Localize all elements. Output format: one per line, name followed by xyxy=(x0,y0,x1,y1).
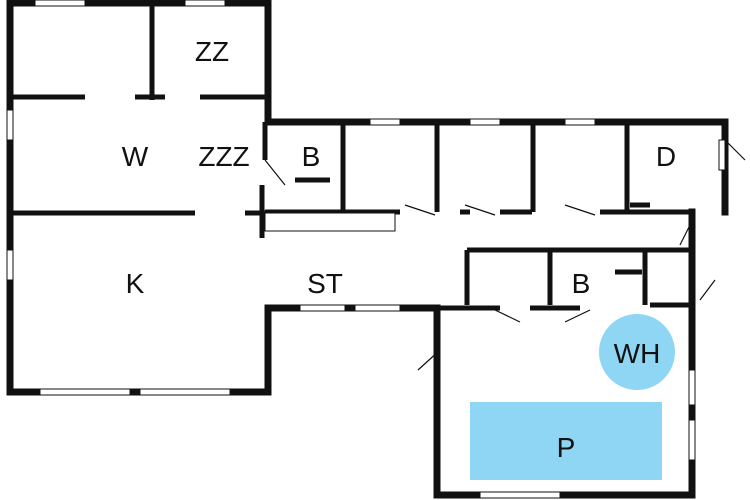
room-label-w: W xyxy=(121,141,149,172)
room-label-b2: B xyxy=(571,268,591,299)
room-label-p: P xyxy=(556,432,576,463)
room-label-zzz: ZZZ xyxy=(198,141,250,172)
room-label-k: K xyxy=(125,268,145,299)
pool xyxy=(470,402,662,480)
water-heater xyxy=(599,314,675,390)
room-label-st: ST xyxy=(307,268,343,299)
room-label-zz: ZZ xyxy=(194,36,230,67)
room-label-d: D xyxy=(655,141,677,172)
room-label-b1: B xyxy=(301,141,321,172)
door-swings xyxy=(264,139,746,371)
windows xyxy=(6,0,726,499)
interior-walls xyxy=(10,3,692,311)
room-label-wh: WH xyxy=(613,338,661,369)
